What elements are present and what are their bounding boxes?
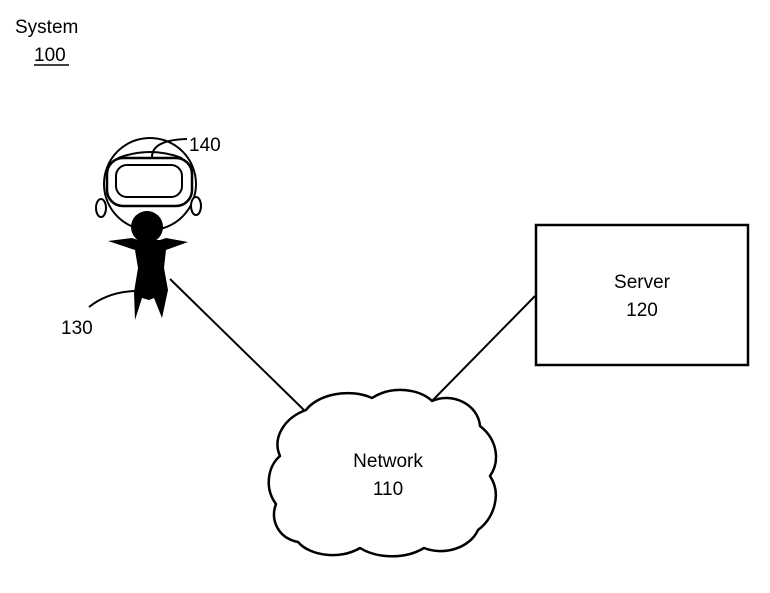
user-figure-body [108,238,188,320]
network-node: Network 110 [267,388,498,558]
user-figure-head [131,211,163,243]
network-cloud-shape [267,388,498,558]
user-leader-line [88,290,136,308]
headset-right-ear [190,196,202,216]
connector-user-network [169,278,307,413]
server-node: Server 120 [534,223,750,367]
headset-left-ear [95,198,107,218]
user-node: 130 [61,137,202,339]
server-label: Server [614,272,671,293]
headset-strap [117,151,183,159]
figure-ref-number: 100 [34,45,66,66]
server-box [534,223,750,367]
figure-title: System [15,17,78,38]
user-ref-number: 130 [61,318,93,339]
headset-leader-line [151,138,188,158]
headset-visor-outer [105,156,194,208]
network-label: Network [353,451,423,472]
connector-server-network [430,295,536,403]
server-ref-number: 120 [626,300,658,321]
network-ref-number: 110 [373,479,403,500]
headset-visor-inner [115,164,183,198]
headset-ref-number: 140 [189,135,221,156]
